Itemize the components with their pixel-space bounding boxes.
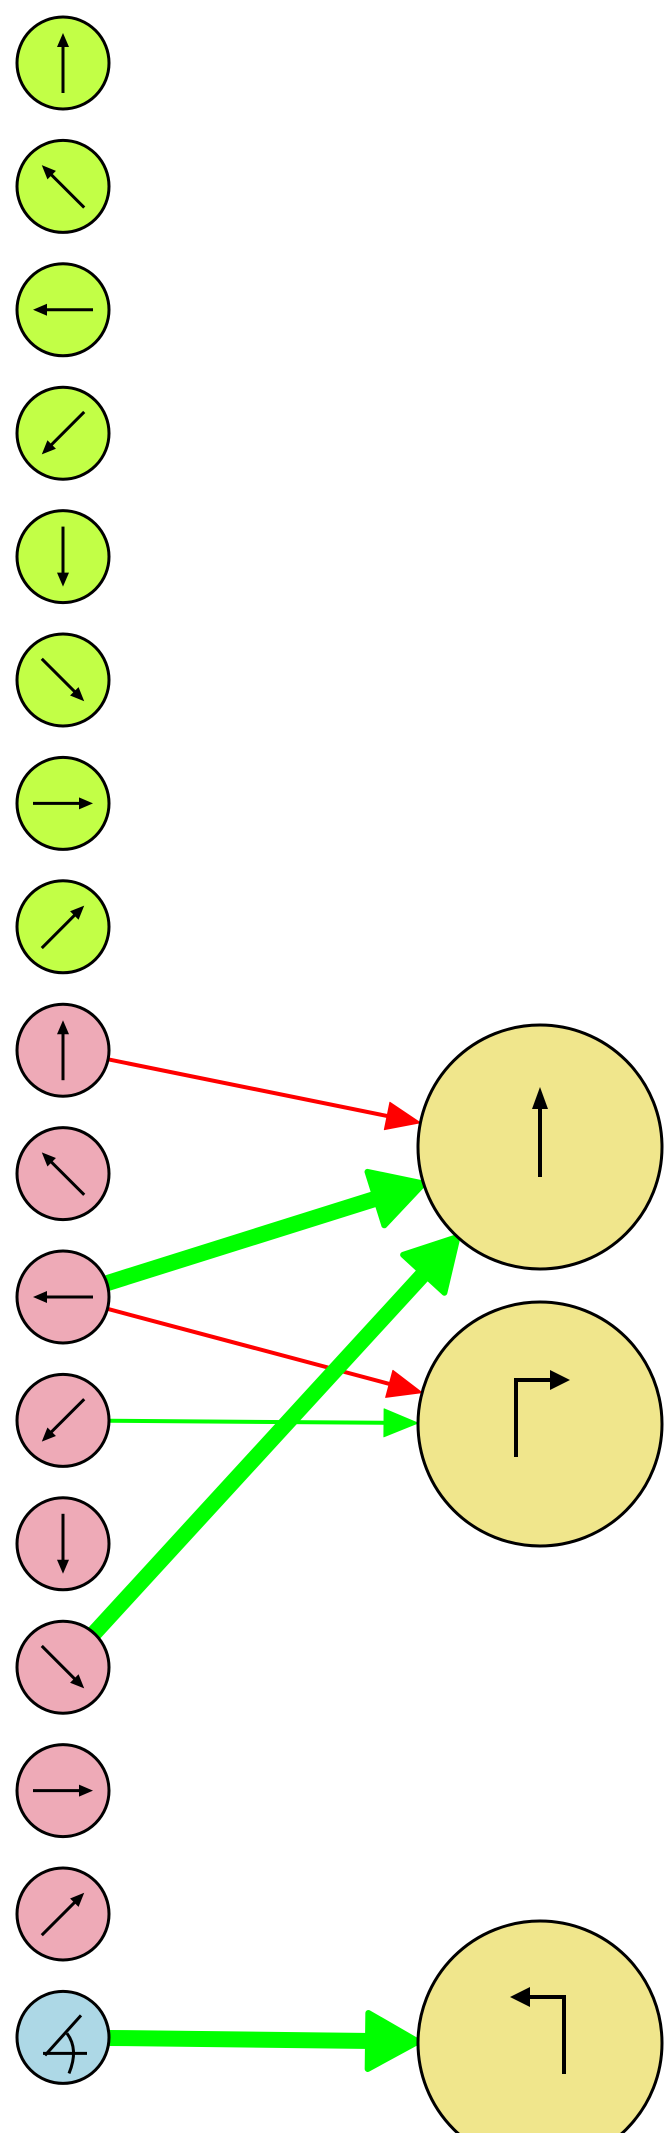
turn-right-icon (514, 1370, 570, 1457)
edge-excitatory (108, 2009, 422, 2072)
edge-inhibitory (107, 1057, 421, 1131)
output-node (416, 1919, 664, 2133)
edge-excitatory (108, 1408, 419, 1438)
input-node-pink (15, 1743, 111, 1839)
arrow-down-left-icon (41, 1398, 86, 1442)
input-node-green (15, 509, 111, 605)
nodes-layer (15, 15, 664, 2133)
arrow-left-icon (33, 1291, 93, 1303)
arrow-left-icon (33, 303, 93, 316)
input-node-pink (15, 1866, 111, 1962)
input-node-green (15, 755, 111, 851)
arrow-up-right-icon (40, 905, 85, 950)
output-node (416, 1300, 664, 1548)
input-node-green (15, 15, 111, 111)
arrow-down-icon (57, 526, 69, 587)
input-node-green (15, 138, 111, 234)
input-node-pink (15, 1372, 111, 1468)
arrow-up-left-icon (41, 165, 86, 209)
arrow-up-right-icon (40, 1892, 85, 1937)
input-node-pink (15, 1249, 111, 1345)
input-node-green (15, 385, 111, 481)
output-node (416, 1023, 664, 1271)
input-node-pink (15, 1496, 111, 1592)
input-node-pink (15, 1126, 111, 1222)
edge-excitatory (104, 1168, 427, 1291)
arrow-down-right-icon (40, 657, 85, 702)
angle-icon (43, 2014, 87, 2074)
arrow-right-icon (33, 797, 93, 810)
turn-left-icon (510, 1987, 566, 2074)
arrow-up-left-icon (41, 1152, 86, 1196)
edges-layer (88, 1057, 461, 2072)
input-node-green (15, 632, 111, 728)
input-node-blue (15, 1989, 111, 2085)
edge-inhibitory (106, 1306, 423, 1398)
arrow-up-icon (57, 33, 69, 93)
arrow-down-left-icon (41, 410, 86, 455)
input-node-pink (15, 1002, 111, 1098)
go-straight-icon (532, 1087, 548, 1177)
input-node-pink (15, 1619, 111, 1715)
edge-excitatory (88, 1233, 461, 1639)
input-node-green (15, 262, 111, 358)
arrow-right-icon (33, 1784, 93, 1797)
arrow-down-right-icon (40, 1644, 85, 1689)
arrow-down-icon (57, 1513, 69, 1574)
arrow-up-icon (57, 1020, 69, 1081)
input-node-green (15, 879, 111, 975)
